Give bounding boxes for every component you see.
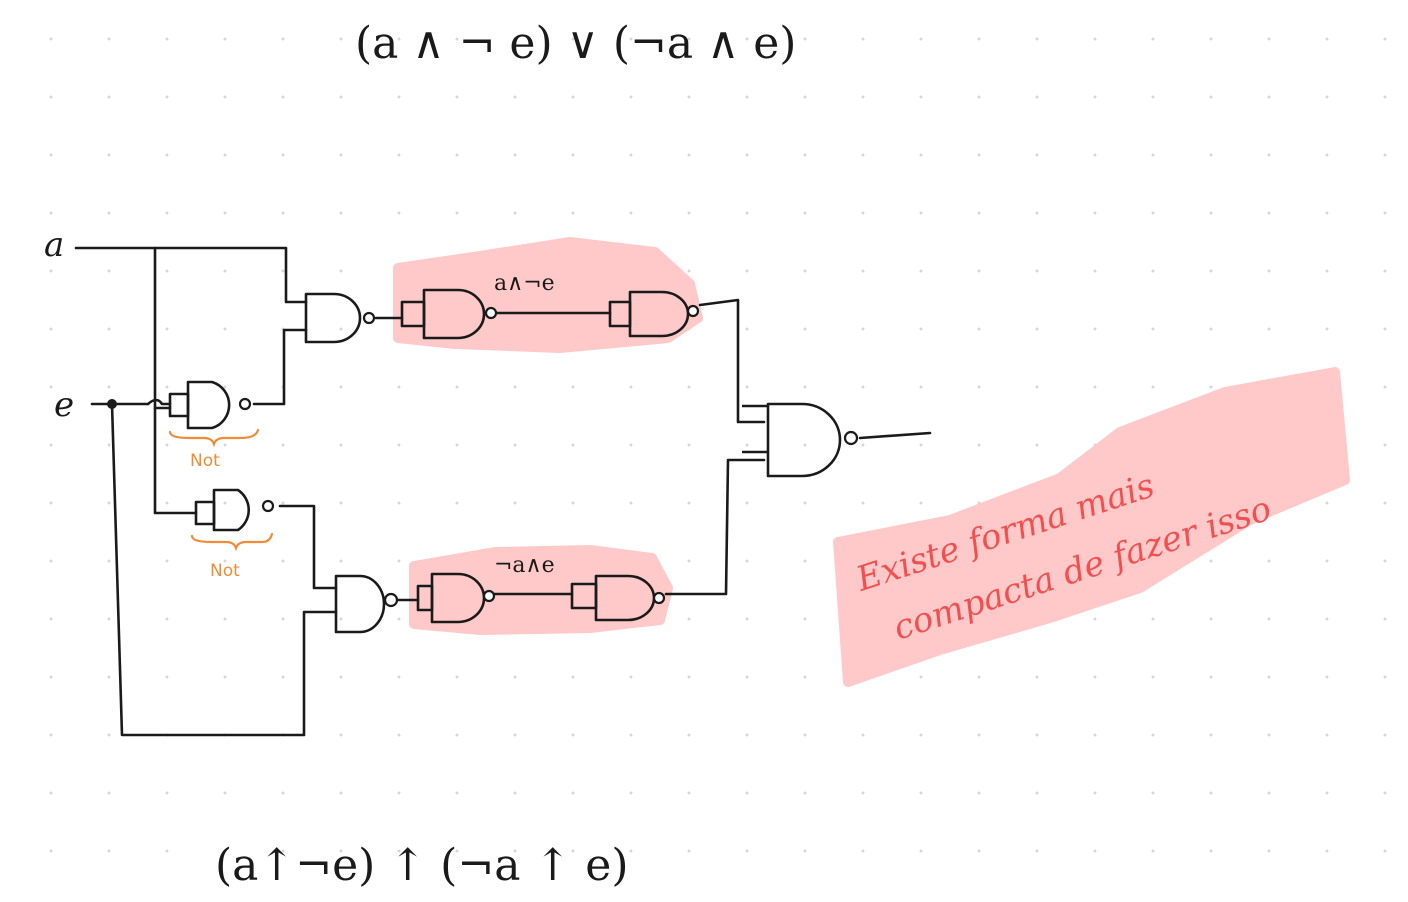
nand-gate-lower-2 [416,572,496,624]
nand-gate-upper-3 [608,290,700,338]
nand-gate-upper-1 [304,292,376,344]
wires [74,246,932,737]
nand-gate-not-e [168,380,252,430]
nand-gate-lower-3 [570,574,666,622]
label-a-and-not-e: a∧¬e [494,271,555,296]
highlight-lower [409,545,673,635]
not-label-1: Not [190,451,220,471]
nand-gate-not-a [194,488,275,532]
not-brace-2 [190,532,274,552]
highlight-note [833,367,1350,687]
not-brace-1 [168,428,260,448]
input-label-a: a [44,225,64,265]
label-not-a-and-e: ¬a∧e [494,553,555,578]
not-label-2: Not [210,561,240,581]
highlight-upper [393,237,703,353]
formula-top: (a ∧ ¬ e) ∨ (¬a ∧ e) [355,18,796,69]
nand-gate-output [742,402,859,478]
nand-gate-upper-2 [400,288,498,340]
input-label-e: e [54,385,74,425]
formula-bottom: (a↑¬e) ↑ (¬a ↑ e) [215,840,629,891]
nand-gate-lower-1 [334,574,399,634]
